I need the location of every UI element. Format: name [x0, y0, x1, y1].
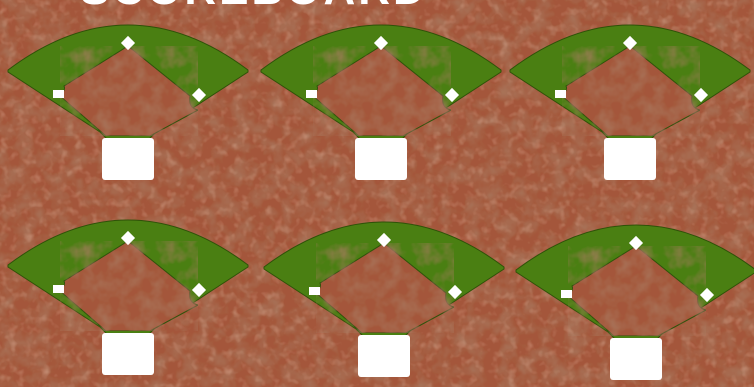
home-plate [102, 138, 154, 180]
third-base [53, 90, 64, 98]
home-plate [102, 333, 154, 375]
third-base [561, 290, 572, 298]
third-base [306, 90, 317, 98]
home-plate [604, 138, 656, 180]
page-title: SCOREBOARD [80, 0, 428, 14]
home-plate [610, 338, 662, 380]
third-base [555, 90, 566, 98]
third-base [53, 285, 64, 293]
home-plate [355, 138, 407, 180]
home-plate [358, 335, 410, 377]
third-base [309, 287, 320, 295]
